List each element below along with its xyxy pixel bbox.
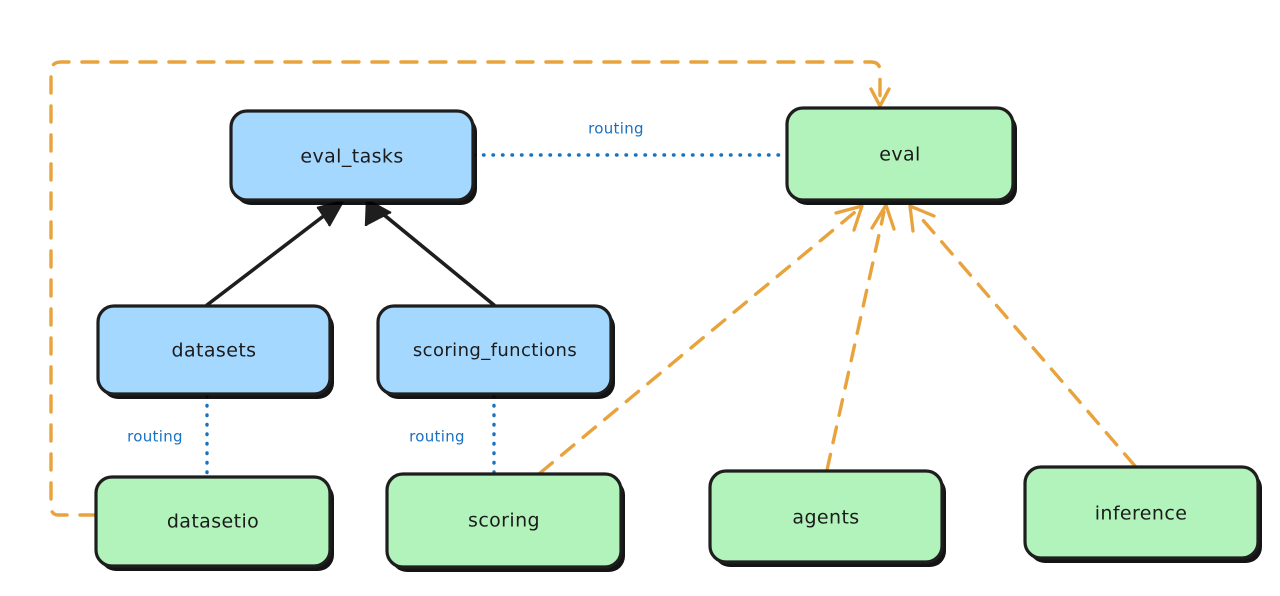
edge-path-scoring-eval [538, 210, 857, 475]
edge-path-scoringfunctions-eval_tasks [370, 203, 496, 307]
edge-agents-eval [825, 203, 896, 472]
node-datasetio[interactable]: datasetio [94, 475, 334, 571]
node-scoring[interactable]: scoring [385, 472, 625, 572]
node-datasets-label: datasets [172, 340, 257, 362]
node-datasets[interactable]: datasets [96, 304, 334, 399]
edge-scoringfunctions-eval_tasks [364, 198, 496, 307]
dependency-edges [49, 60, 1137, 517]
routing-label-3: routing [409, 428, 465, 446]
node-agents-box[interactable] [708, 469, 944, 564]
arrowhead-datasetio-eval [869, 87, 891, 108]
node-datasets-box[interactable] [96, 304, 332, 396]
routing-edges [205, 153, 789, 479]
node-eval_tasks[interactable]: eval_tasks [229, 109, 477, 205]
node-datasetio-box[interactable] [94, 475, 332, 568]
edge-path-inference-eval [914, 210, 1137, 468]
node-inference[interactable]: inference [1023, 465, 1262, 563]
node-scoring_functions[interactable]: scoring_functions [376, 304, 615, 399]
node-scoring_functions-box[interactable] [376, 304, 613, 396]
edge-path-datasetio-eval [49, 60, 882, 517]
edge-datasetio-eval [49, 60, 891, 517]
routing-label-1: routing [588, 120, 644, 138]
node-scoring_functions-label: scoring_functions [413, 340, 577, 361]
node-eval[interactable]: eval [785, 106, 1017, 205]
node-inference-label: inference [1095, 503, 1188, 525]
edge-scoring-eval [538, 204, 864, 475]
hierarchy-edges [205, 198, 496, 307]
node-eval-label: eval [879, 144, 920, 166]
routing-label-2-bg [114, 424, 198, 450]
node-scoring-label: scoring [468, 510, 540, 532]
edge-label-group: routing routing routing [114, 116, 659, 450]
node-inference-box[interactable] [1023, 465, 1260, 560]
routing-label-1-bg [575, 116, 659, 142]
arrowhead-scoring-eval [834, 204, 864, 232]
edge-path-agents-eval [825, 210, 886, 472]
arrowhead-inference-eval [908, 204, 936, 233]
node-eval-box[interactable] [785, 106, 1015, 202]
node-agents[interactable]: agents [708, 469, 946, 567]
node-scoring-box[interactable] [385, 472, 623, 569]
node-agents-label: agents [792, 507, 859, 529]
node-eval_tasks-label: eval_tasks [300, 146, 403, 168]
edge-inference-eval [908, 204, 1137, 468]
routing-label-2: routing [127, 428, 183, 446]
node-datasetio-label: datasetio [167, 511, 259, 533]
edge-datasets-eval_tasks [205, 199, 345, 307]
edge-path-datasets-eval_tasks [205, 203, 340, 307]
routing-label-3-bg [396, 424, 480, 450]
node-eval_tasks-box[interactable] [229, 109, 475, 202]
